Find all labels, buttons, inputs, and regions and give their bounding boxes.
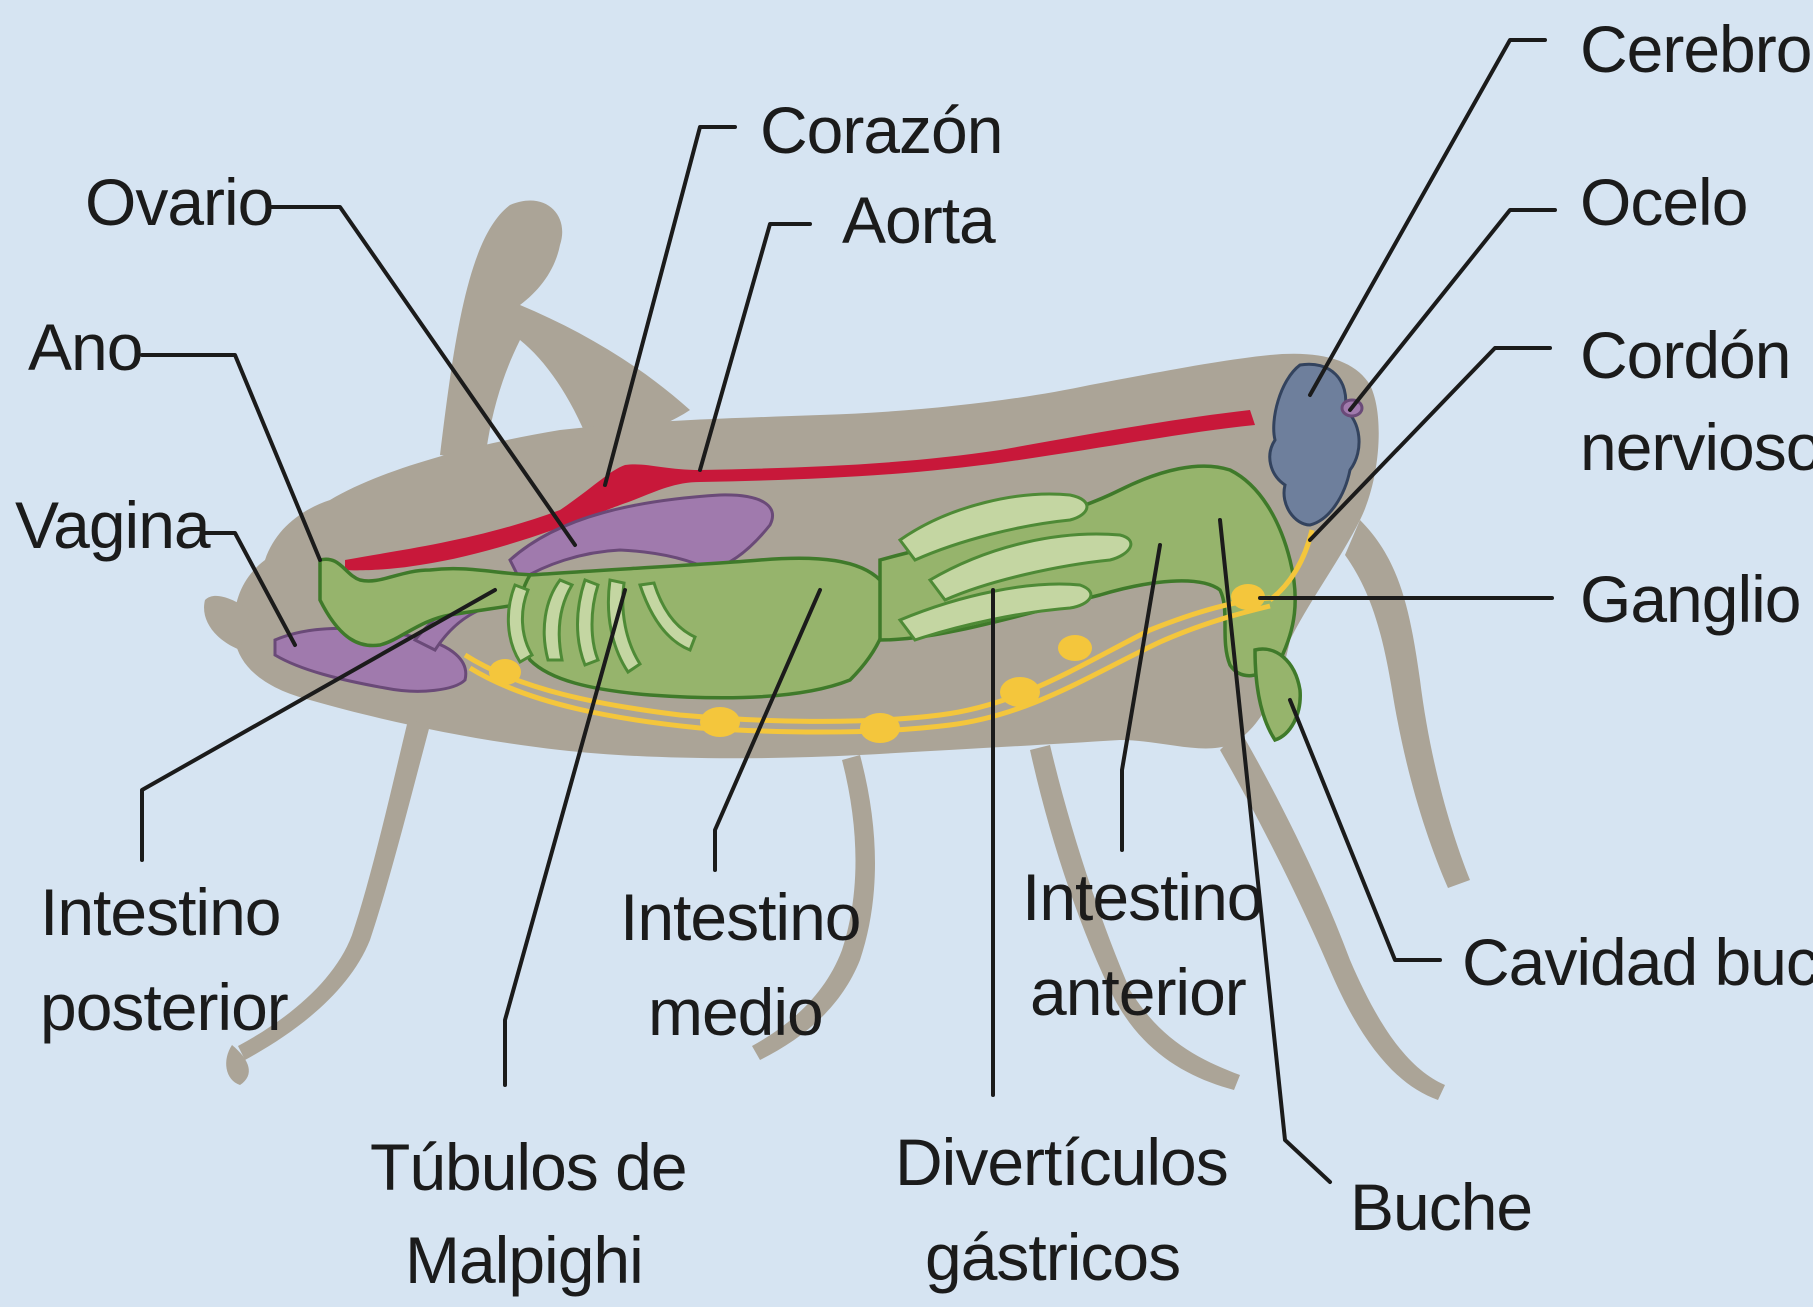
label-buche: Buche	[1350, 1170, 1532, 1244]
label-cordon-1: Cordón	[1580, 318, 1790, 392]
leader-cerebro	[1310, 40, 1545, 395]
label-ocelo: Ocelo	[1580, 165, 1747, 239]
label-intestino-anterior-2: anterior	[1030, 955, 1246, 1029]
label-cerebro: Cerebro	[1580, 12, 1811, 86]
midgut	[519, 558, 888, 698]
label-intestino-anterior-1: Intestino	[1022, 860, 1263, 934]
ganglion-4	[1000, 677, 1040, 707]
label-vagina: Vagina	[15, 488, 211, 562]
label-diverticulos-1: Divertículos	[895, 1125, 1228, 1199]
label-aorta: Aorta	[842, 183, 996, 257]
label-ovario: Ovario	[85, 165, 273, 239]
label-intestino-medio-2: medio	[648, 975, 823, 1049]
label-intestino-posterior-1: Intestino	[40, 875, 281, 949]
label-corazon: Corazón	[760, 93, 1002, 167]
hind-leg-femur	[440, 201, 690, 460]
label-tubulos-2: Malpighi	[405, 1223, 643, 1297]
label-cavidad-bucal: Cavidad bucal	[1462, 925, 1813, 999]
label-cordon-2: nervioso	[1580, 410, 1813, 484]
label-intestino-medio-1: Intestino	[620, 880, 861, 954]
front-leg	[1345, 520, 1470, 888]
leader-ocelo	[1350, 210, 1555, 410]
ganglion-3	[860, 713, 900, 743]
label-ganglio: Ganglio	[1580, 562, 1801, 636]
label-intestino-posterior-2: posterior	[40, 970, 288, 1044]
ganglion-5	[1058, 635, 1092, 661]
label-tubulos-1: Túbulos de	[370, 1130, 687, 1204]
ganglion-1	[489, 659, 521, 685]
ganglion-2	[700, 707, 740, 737]
mouth-cavity	[1255, 649, 1300, 740]
label-diverticulos-2: gástricos	[925, 1220, 1180, 1294]
label-ano: Ano	[28, 310, 142, 384]
